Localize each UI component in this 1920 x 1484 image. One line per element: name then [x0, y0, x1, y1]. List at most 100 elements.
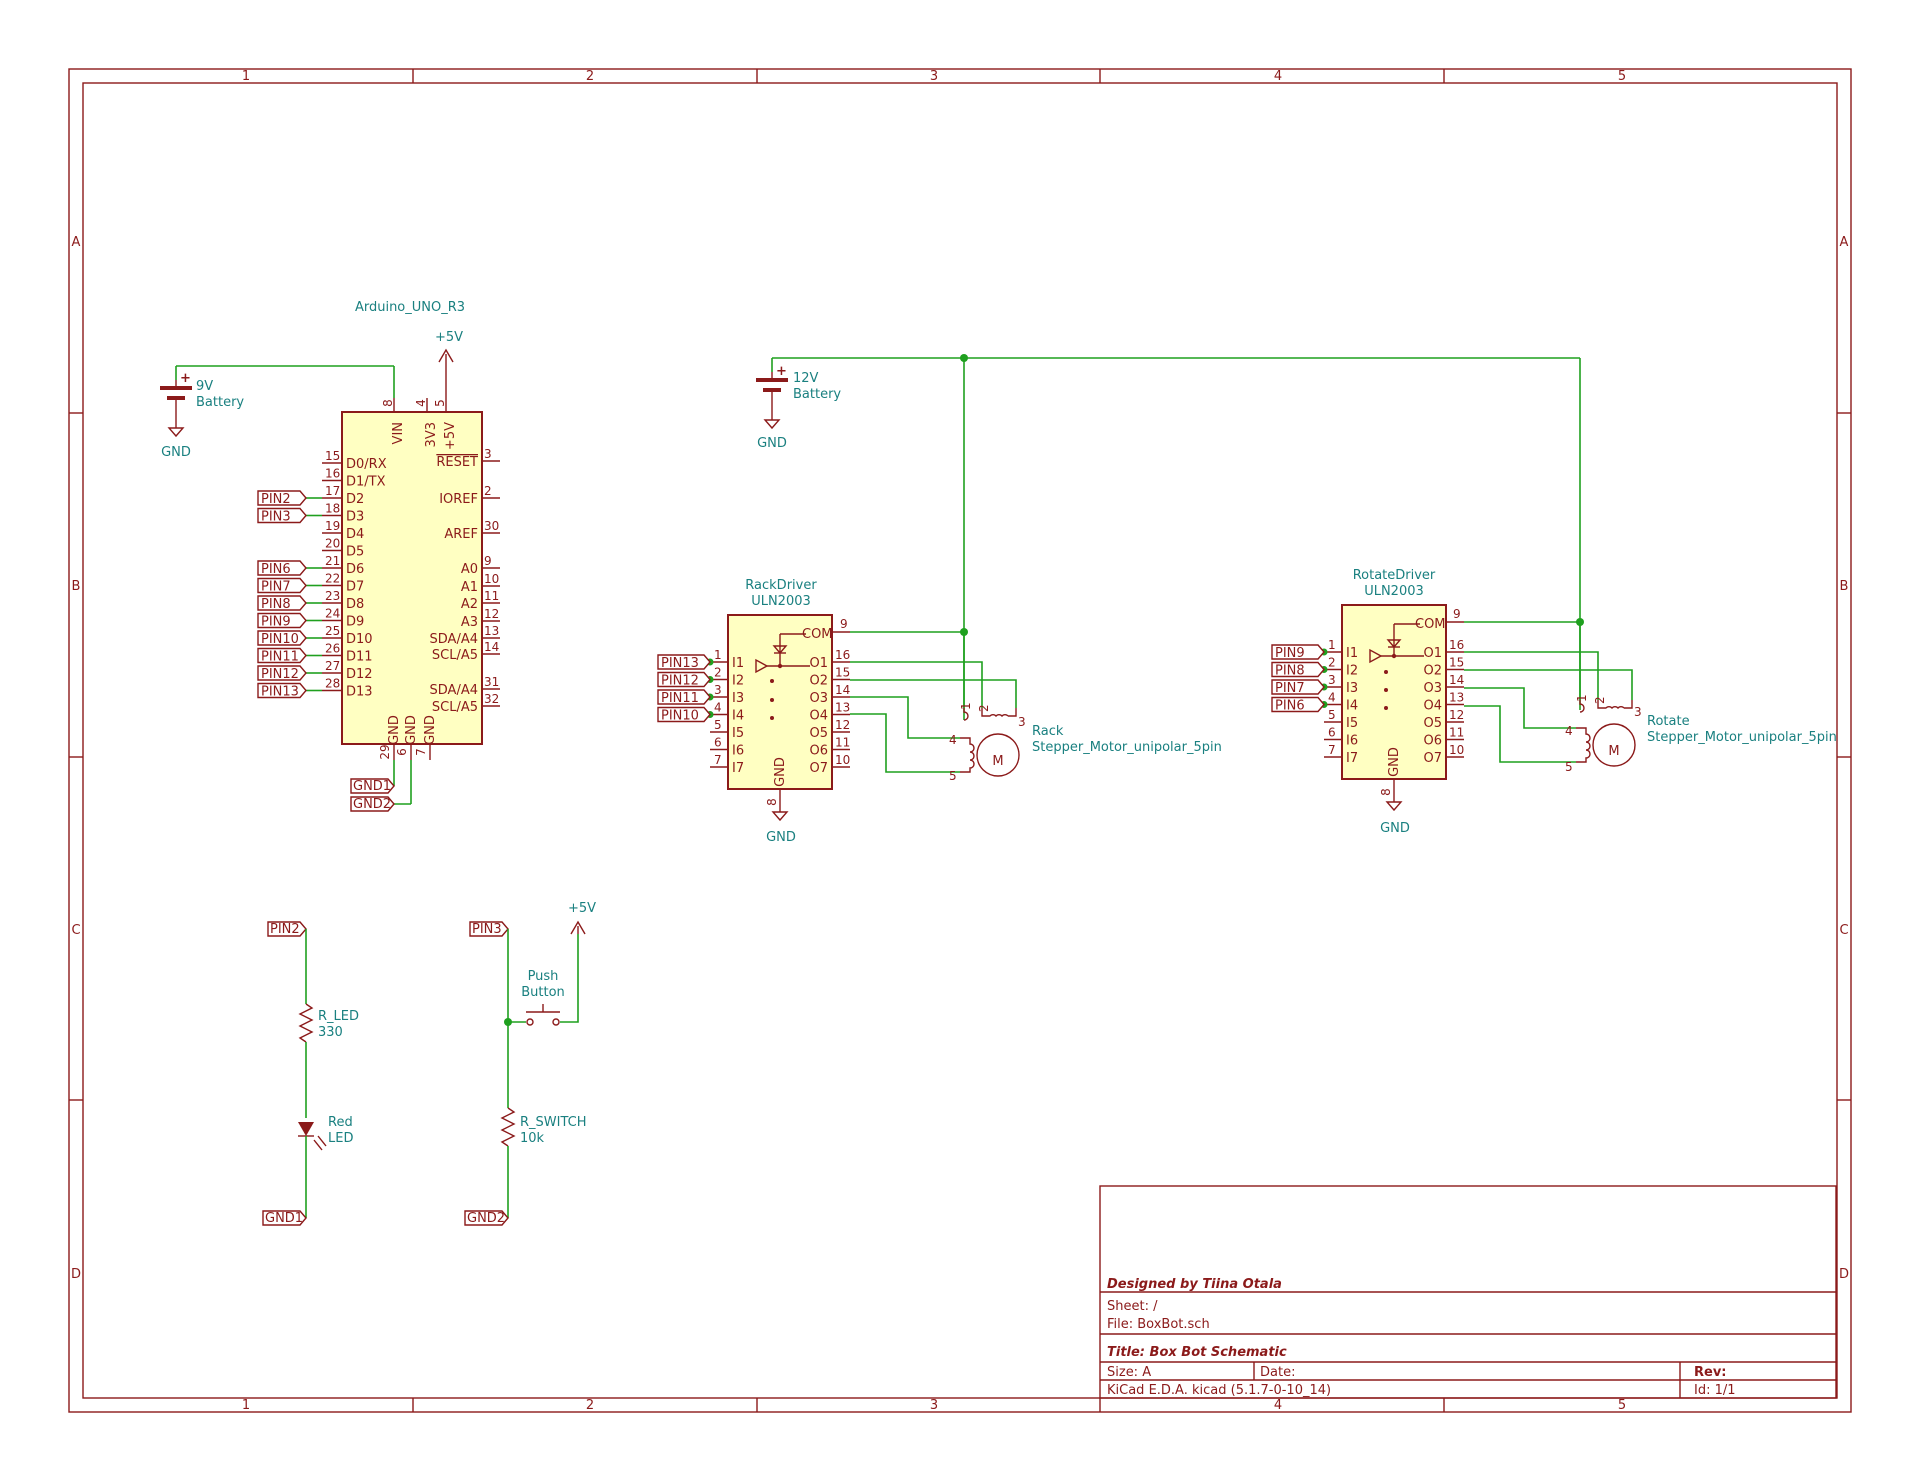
- svg-text:GND2: GND2: [467, 1211, 505, 1226]
- arduino-left-pin-num: 24: [325, 607, 340, 621]
- svg-text:PIN3: PIN3: [261, 510, 291, 525]
- rotate-motor[interactable]: M 1 2 3 4 5 Rotate Stepper_Motor_unipola…: [1464, 622, 1837, 774]
- rack_driver-output-pin-num: 13: [835, 701, 850, 715]
- title-file: File: BoxBot.sch: [1107, 1317, 1210, 1332]
- arduino-5v: +5V: [443, 422, 458, 450]
- rack_driver-input-pin-name: I1: [732, 656, 744, 671]
- row-label-left-c: C: [71, 923, 80, 938]
- rotate_driver-input-pin-name: I6: [1346, 734, 1358, 749]
- arduino-uno[interactable]: Arduino_UNO_R3 +5V 8 4 5 VIN 3V3 +5V 15D…: [257, 300, 500, 812]
- svg-text:PIN9: PIN9: [1275, 646, 1305, 661]
- push-button-ref: Push: [528, 969, 559, 984]
- r-led-resistor: [298, 1003, 314, 1043]
- push-button-value: Button: [521, 985, 565, 1000]
- arduino-left-pin-num: 28: [325, 677, 340, 691]
- arduino-left-pin-num: 21: [325, 554, 340, 568]
- svg-text:PIN7: PIN7: [261, 580, 291, 595]
- rack_driver-output-pin-num: 12: [835, 718, 850, 732]
- row-label-left-a: A: [72, 235, 81, 250]
- rotate_driver-input-pin-num: 6: [1328, 726, 1336, 740]
- r-led-value: 330: [318, 1025, 343, 1040]
- title-size: Size: A: [1107, 1365, 1151, 1380]
- rack-motor-pin-3: 3: [1018, 715, 1026, 729]
- rack-motor-part: Stepper_Motor_unipolar_5pin: [1032, 740, 1222, 755]
- title-designer: Designed by Tiina Otala: [1107, 1277, 1282, 1292]
- svg-text:GND2: GND2: [353, 797, 391, 812]
- rack_driver-input-pin-name: I2: [732, 674, 744, 689]
- rack_driver-output-pin-name: O4: [809, 709, 828, 724]
- red-led-ref: Red: [328, 1115, 353, 1130]
- rotate_driver-output-pin-name: O1: [1423, 646, 1442, 661]
- rotate_driver-input-pin-num: 5: [1328, 708, 1336, 722]
- rack-motor[interactable]: M 1 2 3 4 5 Rack Stepper_Motor_unipolar_…: [850, 632, 1222, 783]
- rack-driver-gnd-pin: 8: [765, 798, 779, 806]
- svg-text:PIN9: PIN9: [261, 615, 291, 630]
- rotate_driver-input-pin-name: I7: [1346, 751, 1358, 766]
- title-main: Title: Box Bot Schematic: [1107, 1345, 1287, 1360]
- switch-supply-label: +5V: [568, 901, 596, 916]
- net-label-pin7-rotate_driver: PIN7: [1271, 679, 1325, 696]
- rotate_driver-output-pin-name: O4: [1423, 699, 1442, 714]
- net-label-pin3: PIN3: [257, 507, 307, 525]
- battery-12v-name: Battery: [793, 387, 841, 402]
- rotate-motor-pin-3: 3: [1634, 705, 1642, 719]
- net-label-pin13: PIN13: [257, 682, 307, 700]
- net-label-pin9: PIN9: [257, 612, 307, 630]
- arduino-right-pin-name: A0: [461, 562, 478, 577]
- battery-9v[interactable]: + 9V Battery GND: [160, 365, 395, 460]
- arduino-left-pin-name: D0/RX: [346, 457, 387, 472]
- rotate-driver-com: COM: [1415, 617, 1446, 632]
- r-led-ref: R_LED: [318, 1009, 359, 1024]
- rotate_driver-input-pin-num: 3: [1328, 673, 1336, 687]
- svg-text:PIN6: PIN6: [1275, 699, 1305, 714]
- arduino-left-pin-num: 27: [325, 659, 340, 673]
- net-label-gnd2-switch: GND2: [464, 1210, 509, 1226]
- rack-motor-glyph: M: [992, 754, 1003, 769]
- rotate-motor-pin-4: 4: [1565, 724, 1573, 738]
- rotate_driver-input-pin-num: 1: [1328, 638, 1336, 652]
- net-label-pin11-rack_driver: PIN11: [657, 689, 711, 706]
- rotate-driver-gnd-name: GND: [1387, 747, 1402, 777]
- r-switch-value: 10k: [520, 1131, 545, 1146]
- arduino-right-pin-num: 31: [484, 675, 499, 689]
- row-label-right-a: A: [1840, 235, 1849, 250]
- arduino-left-pin-name: D4: [346, 527, 364, 542]
- arduino-right-pin-num: 30: [484, 519, 499, 533]
- arduino-left-pin-name: D10: [346, 632, 373, 647]
- title-date: Date:: [1260, 1365, 1295, 1380]
- rotate_driver-output-pin-num: 16: [1449, 638, 1464, 652]
- arduino-left-pin-num: 17: [325, 484, 340, 498]
- title-rev: Rev:: [1694, 1365, 1727, 1380]
- arduino-right-pin-name: A1: [461, 580, 478, 595]
- arduino-left-pins: 15D0/RX16D1/TX17D218D319D420D521D622D723…: [322, 449, 387, 700]
- arduino-gnd-7: GND: [423, 715, 438, 745]
- arduino-left-pin-name: D1/TX: [346, 475, 386, 490]
- arduino-right-pin-name: IOREF: [439, 492, 478, 507]
- arduino-left-pin-name: D12: [346, 667, 373, 682]
- arduino-left-pin-name: D2: [346, 492, 364, 507]
- rack-driver[interactable]: RackDriver ULN2003 1I12I23I34I45I56I67I7…: [657, 578, 968, 845]
- arduino-left-pin-name: D5: [346, 545, 364, 560]
- title-sheet: Sheet: /: [1107, 1299, 1158, 1314]
- col-label-bottom-5: 5: [1618, 1398, 1626, 1413]
- net-label-gnd2-arduino: GND2: [350, 796, 395, 812]
- arduino-left-pin-num: 22: [325, 572, 340, 586]
- rack-motor-pin-5: 5: [949, 769, 957, 783]
- rotate-motor-pin-2: 2: [1593, 696, 1607, 704]
- row-label-right-d: D: [1839, 1267, 1849, 1282]
- arduino-net-labels: PIN2PIN3PIN6PIN7PIN8PIN9PIN10PIN11PIN12P…: [257, 490, 322, 700]
- net-label-pin3-switch: PIN3: [469, 921, 509, 937]
- net-label-pin2: PIN2: [257, 490, 307, 507]
- switch-circuit[interactable]: PIN3 +5V Push Button R_SWITCH 10k GND2: [464, 901, 596, 1226]
- rotate-driver-com-pin: 9: [1453, 607, 1461, 621]
- rotate_driver-output-pin-num: 15: [1449, 656, 1464, 670]
- svg-text:PIN3: PIN3: [472, 922, 502, 937]
- rotate_driver-output-pin-name: O2: [1423, 664, 1442, 679]
- rotate-driver[interactable]: RotateDriver ULN2003 1I12I23I34I45I56I67…: [1271, 568, 1584, 836]
- led-circuit[interactable]: PIN2 R_LED 330 Red LED GND1: [262, 921, 359, 1226]
- net-label-pin6: PIN6: [257, 560, 307, 577]
- title-tool: KiCad E.D.A. kicad (5.1.7-0-10_14): [1107, 1383, 1331, 1398]
- rotate_driver-input-pin-name: I4: [1346, 699, 1358, 714]
- battery-12v[interactable]: + 12V Battery GND: [756, 354, 1581, 720]
- svg-text:PIN2: PIN2: [270, 922, 300, 937]
